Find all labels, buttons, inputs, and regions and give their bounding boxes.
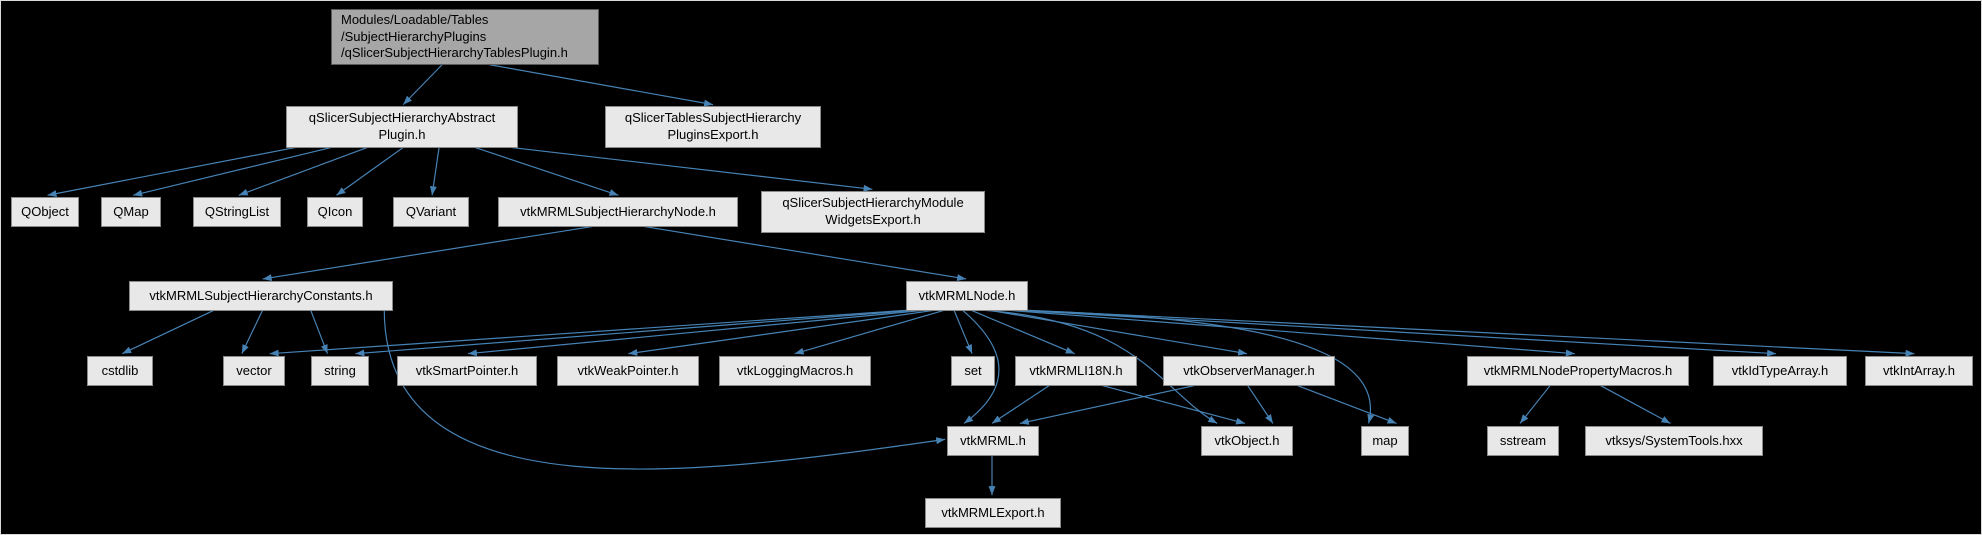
graph-node-observer-manager[interactable]: vtkObserverManager.h (1163, 356, 1335, 386)
graph-node-qmap[interactable]: QMap (101, 197, 161, 227)
edge-mrml-node-to-int-array (1018, 309, 1915, 357)
graph-node-sh-node[interactable]: vtkMRMLSubjectHierarchyNode.h (498, 197, 738, 227)
graph-node-tables-export[interactable]: qSlicerTablesSubjectHierarchy PluginsExp… (605, 106, 821, 148)
graph-node-vector[interactable]: vector (223, 356, 285, 386)
edge-mrml-node-to-set (953, 309, 973, 354)
edge-sh-constants-to-vector (241, 309, 264, 354)
edge-root-to-abstract-plugin (402, 64, 443, 106)
graph-node-logging-macros[interactable]: vtkLoggingMacros.h (719, 356, 871, 386)
edge-prop-macros-to-system-tools (1598, 384, 1671, 424)
edge-abstract-plugin-to-qicon (336, 146, 404, 196)
edge-mrml-node-to-map (994, 309, 1375, 424)
graph-node-qobject[interactable]: QObject (11, 197, 79, 227)
edge-mrml-node-to-mrml-h (961, 309, 1000, 424)
graph-node-qvariant[interactable]: QVariant (393, 197, 469, 227)
graph-node-qstringlist[interactable]: QStringList (193, 197, 281, 227)
graph-node-smart-pointer[interactable]: vtkSmartPointer.h (397, 356, 537, 386)
graph-node-sstream[interactable]: sstream (1487, 426, 1559, 456)
graph-node-vtk-object[interactable]: vtkObject.h (1201, 426, 1293, 456)
edge-observer-manager-to-mrml-h (1019, 383, 1200, 425)
graph-node-set[interactable]: set (951, 356, 995, 386)
edge-sh-constants-to-mrml-h (383, 309, 946, 470)
edge-root-to-tables-export (489, 64, 714, 107)
edge-sh-constants-to-string (309, 309, 329, 354)
graph-node-root[interactable]: Modules/Loadable/Tables /SubjectHierarch… (331, 9, 599, 65)
edge-i18n-to-vtk-object (1098, 383, 1246, 425)
edge-abstract-plugin-to-qstringlist (238, 146, 368, 196)
edge-sh-node-to-sh-constants (262, 225, 595, 281)
edge-mrml-node-to-string (355, 309, 922, 357)
graph-node-mrml-h[interactable]: vtkMRML.h (947, 426, 1039, 456)
graph-node-string[interactable]: string (311, 356, 369, 386)
edge-mrml-node-to-smart-pointer (467, 309, 930, 357)
graph-node-abstract-plugin[interactable]: qSlicerSubjectHierarchyAbstract Plugin.h (286, 106, 518, 148)
graph-node-qicon[interactable]: QIcon (307, 197, 363, 227)
graph-node-i18n[interactable]: vtkMRMLI18N.h (1015, 356, 1137, 386)
graph-node-idtype-array[interactable]: vtkIdTypeArray.h (1713, 356, 1847, 386)
edge-abstract-plugin-to-sh-node (474, 146, 619, 196)
graph-node-widgets-export[interactable]: qSlicerSubjectHierarchyModule WidgetsExp… (761, 191, 985, 233)
graph-node-system-tools[interactable]: vtksys/SystemTools.hxx (1585, 426, 1763, 456)
graph-node-map[interactable]: map (1361, 426, 1409, 456)
graph-node-mrml-export[interactable]: vtkMRMLExport.h (925, 498, 1061, 528)
edge-mrml-node-to-observer-manager (986, 309, 1248, 356)
edge-prop-macros-to-sstream (1519, 384, 1552, 424)
edge-mrml-node-to-idtype-array (1010, 309, 1777, 357)
edge-mrml-node-to-vector (269, 309, 914, 357)
edge-sh-constants-to-cstdlib (122, 309, 216, 355)
graph-node-int-array[interactable]: vtkIntArray.h (1865, 356, 1973, 386)
edge-abstract-plugin-to-qobject (47, 146, 296, 197)
edge-mrml-node-to-prop-macros (1002, 309, 1575, 357)
edge-sh-node-to-mrml-node (642, 225, 967, 281)
edge-mrml-node-to-weak-pointer (628, 309, 938, 356)
edge-mrml-node-to-i18n (969, 309, 1075, 355)
graph-node-prop-macros[interactable]: vtkMRMLNodePropertyMacros.h (1467, 356, 1689, 386)
edge-i18n-to-mrml-h (991, 384, 1052, 424)
graph-node-mrml-node[interactable]: vtkMRMLNode.h (906, 281, 1028, 311)
graph-node-cstdlib[interactable]: cstdlib (87, 356, 153, 386)
graph-node-weak-pointer[interactable]: vtkWeakPointer.h (557, 356, 699, 386)
graph-node-sh-constants[interactable]: vtkMRMLSubjectHierarchyConstants.h (129, 281, 393, 311)
edge-abstract-plugin-to-qmap (133, 146, 332, 197)
edge-observer-manager-to-map (1294, 384, 1397, 424)
edge-abstract-plugin-to-qvariant (429, 147, 440, 196)
edge-mrml-node-to-logging-macros (794, 309, 946, 355)
edge-abstract-plugin-to-widgets-export (510, 146, 873, 192)
edge-observer-manager-to-vtk-object (1246, 384, 1274, 424)
